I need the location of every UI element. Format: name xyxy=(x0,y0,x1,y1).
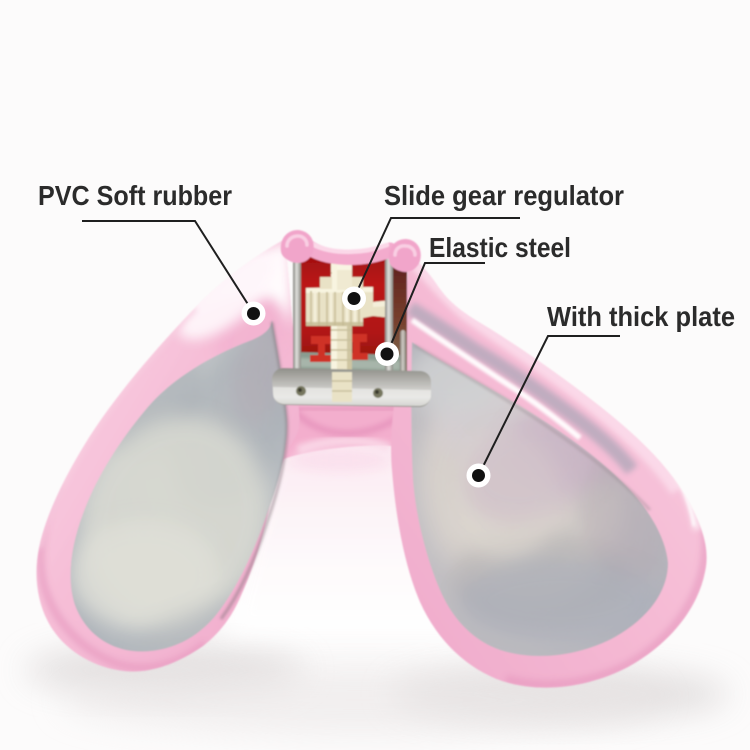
svg-text:PVC Soft rubber: PVC Soft rubber xyxy=(38,180,232,211)
svg-text:Slide gear regulator: Slide gear regulator xyxy=(384,180,624,211)
svg-text:With thick plate: With thick plate xyxy=(547,301,735,332)
svg-text:Elastic steel: Elastic steel xyxy=(429,232,571,263)
